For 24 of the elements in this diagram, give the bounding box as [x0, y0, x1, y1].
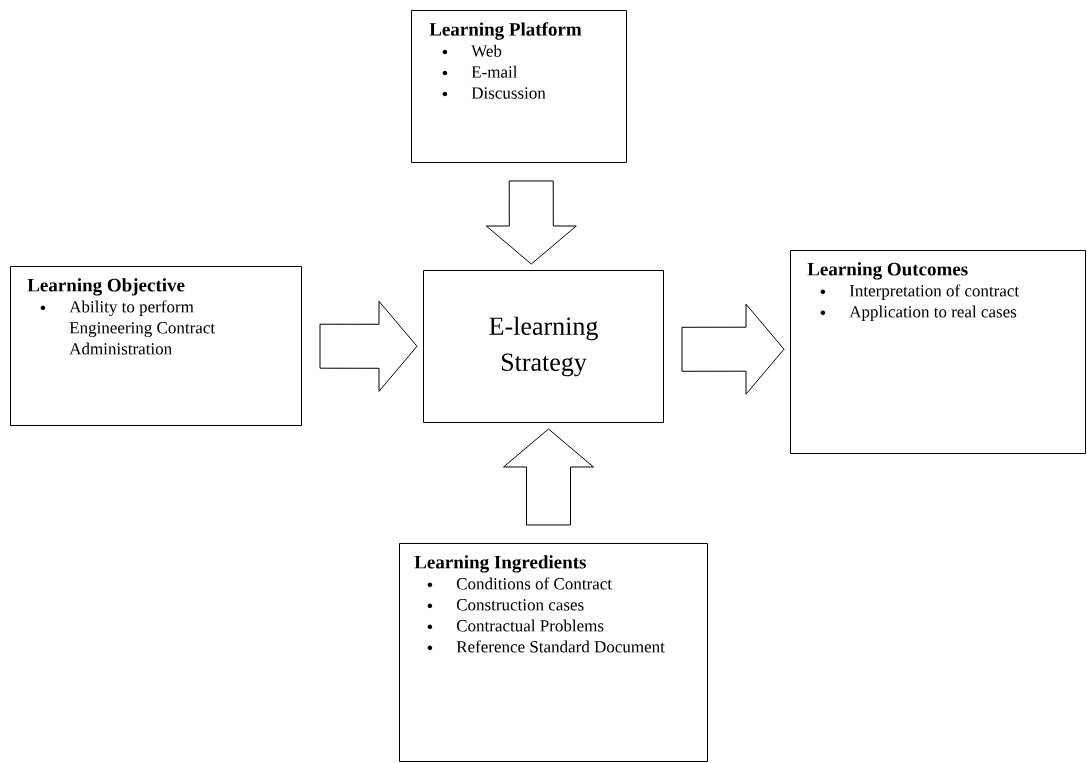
- list-item: Reference Standard Document: [456, 640, 665, 653]
- text-box: [423, 270, 664, 423]
- box-title: E-learning Strategy: [489, 316, 598, 377]
- text-box: [411, 10, 627, 163]
- list-item: Application to real cases: [849, 305, 1017, 321]
- text-box: [399, 543, 708, 762]
- list-item: Discussion: [471, 87, 546, 99]
- list-item: E-mail: [471, 65, 518, 78]
- list-item: Conditions of Contract: [456, 577, 612, 590]
- list-item: Construction cases: [456, 599, 584, 611]
- list-item: Ability to perform Engineering Contract Administration: [69, 300, 215, 355]
- text-box: [10, 266, 302, 426]
- block-arrow: [319, 300, 418, 392]
- block-arrow: [485, 180, 577, 265]
- block-arrow: [681, 303, 785, 395]
- box-heading: Learning Ingredients: [414, 555, 586, 573]
- box-heading: Learning Platform: [429, 22, 582, 40]
- list-item: Contractual Problems: [456, 619, 604, 632]
- box-heading: Learning Outcomes: [807, 262, 968, 280]
- list-item: Interpretation of contract: [849, 284, 1020, 300]
- box-heading: Learning Objective: [27, 278, 185, 296]
- list-item: Web: [471, 44, 502, 57]
- block-arrow: [503, 428, 594, 526]
- text-box: [790, 250, 1086, 454]
